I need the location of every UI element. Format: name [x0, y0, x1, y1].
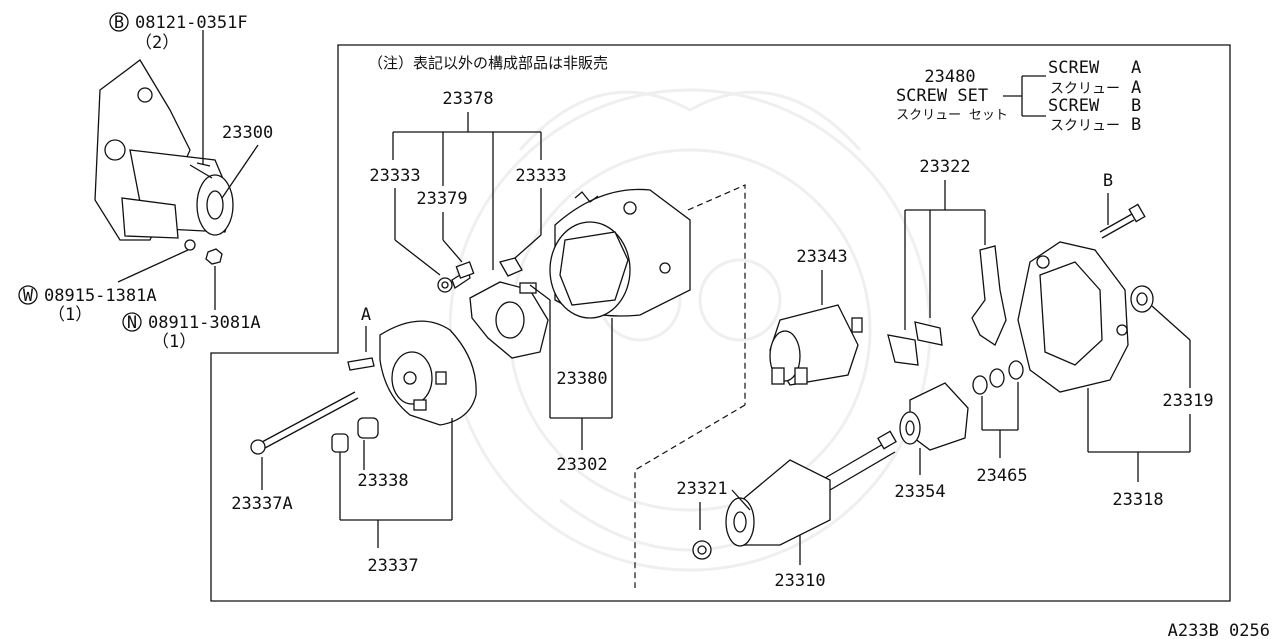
label-23343: 23343	[796, 247, 847, 267]
bolt-b-mark: B	[114, 13, 124, 33]
label-23337a: 23337A	[231, 494, 292, 514]
washer-w-callout: W 08915-1381A （1）	[18, 249, 189, 325]
washer-w-number: 08915-1381A	[44, 286, 157, 306]
diagram-code: A233B 0256	[1168, 621, 1270, 639]
label-23338: 23338	[357, 471, 408, 491]
washer-w-qty: （1）	[48, 305, 92, 325]
screw-set-item-2-tag: A	[1131, 78, 1141, 98]
label-23380: 23380	[556, 369, 607, 389]
screw-set-item-4-tag: B	[1131, 115, 1141, 135]
label-23379: 23379	[416, 189, 467, 209]
label-23321: 23321	[676, 479, 727, 499]
marker-a: A	[361, 305, 371, 325]
screw-b-part	[1099, 203, 1146, 239]
armature-part	[725, 430, 897, 547]
marker-b: B	[1103, 171, 1113, 191]
label-23302: 23302	[556, 455, 607, 475]
label-23310: 23310	[774, 571, 825, 591]
label-23333-right: 23333	[515, 166, 566, 186]
bushing-23319-part	[1130, 285, 1154, 313]
label-23378: 23378	[442, 89, 493, 109]
bolt-b-number: 08121-0351F	[135, 13, 248, 33]
screw-set-item-3-tag: B	[1131, 96, 1141, 116]
not-sold-note: （注）表記以外の構成部品は非販売	[368, 54, 608, 72]
bushing-part	[331, 417, 379, 453]
solenoid-part	[769, 304, 863, 386]
label-23319: 23319	[1162, 391, 1213, 411]
nut-n-callout: N 08911-3081A （1）	[122, 266, 261, 352]
screw-set-item-1: SCREW	[1048, 58, 1100, 78]
brush-part	[455, 257, 523, 279]
assembly-frame	[210, 44, 1231, 602]
label-23318: 23318	[1112, 490, 1163, 510]
brush-plate-part	[469, 281, 549, 359]
nut-n-mark-icon	[122, 312, 142, 332]
washer-23321-part	[692, 540, 712, 560]
bolt-b-qty: （2）	[135, 33, 179, 53]
washer-w-mark-icon	[18, 285, 38, 305]
label-23465: 23465	[976, 466, 1027, 486]
screw-set-number: 23480	[924, 67, 975, 87]
starter-mount-sketch	[94, 59, 234, 265]
rear-cover-part	[379, 320, 477, 426]
shift-lever-part	[887, 245, 1007, 366]
label-23337: 23337	[367, 556, 418, 576]
screw-a-part	[347, 357, 375, 371]
screw-set-block: 23480 SCREW SET スクリュー セット SCREW A スクリュー …	[896, 58, 1141, 135]
pinion-gear-part	[899, 382, 969, 451]
washer-set-23465-part	[972, 360, 1024, 395]
washer-w-mark: W	[23, 286, 34, 306]
through-bolt-part	[250, 391, 359, 455]
label-23300: 23300	[222, 123, 273, 143]
bolt-b-mark-icon	[109, 12, 129, 32]
label-23333-left: 23333	[369, 166, 420, 186]
nut-n-qty: （1）	[152, 332, 196, 352]
screw-set-item-1-tag: A	[1131, 58, 1141, 78]
screw-set-label-jp: スクリュー セット	[896, 108, 1008, 123]
bolt-b-callout: B 08121-0351F （2）	[109, 12, 248, 165]
screw-set-item-3: SCREW	[1048, 96, 1100, 116]
nut-n-mark: N	[127, 313, 137, 333]
screw-set-label: SCREW SET	[896, 86, 988, 106]
label-23354: 23354	[894, 482, 945, 502]
front-housing-part	[1017, 241, 1129, 393]
screw-set-item-4: スクリュー	[1050, 118, 1120, 134]
yoke-housing-part	[549, 188, 691, 319]
screw-set-item-2: スクリュー	[1050, 81, 1120, 97]
label-23322: 23322	[919, 157, 970, 177]
nut-n-number: 08911-3081A	[148, 313, 261, 333]
